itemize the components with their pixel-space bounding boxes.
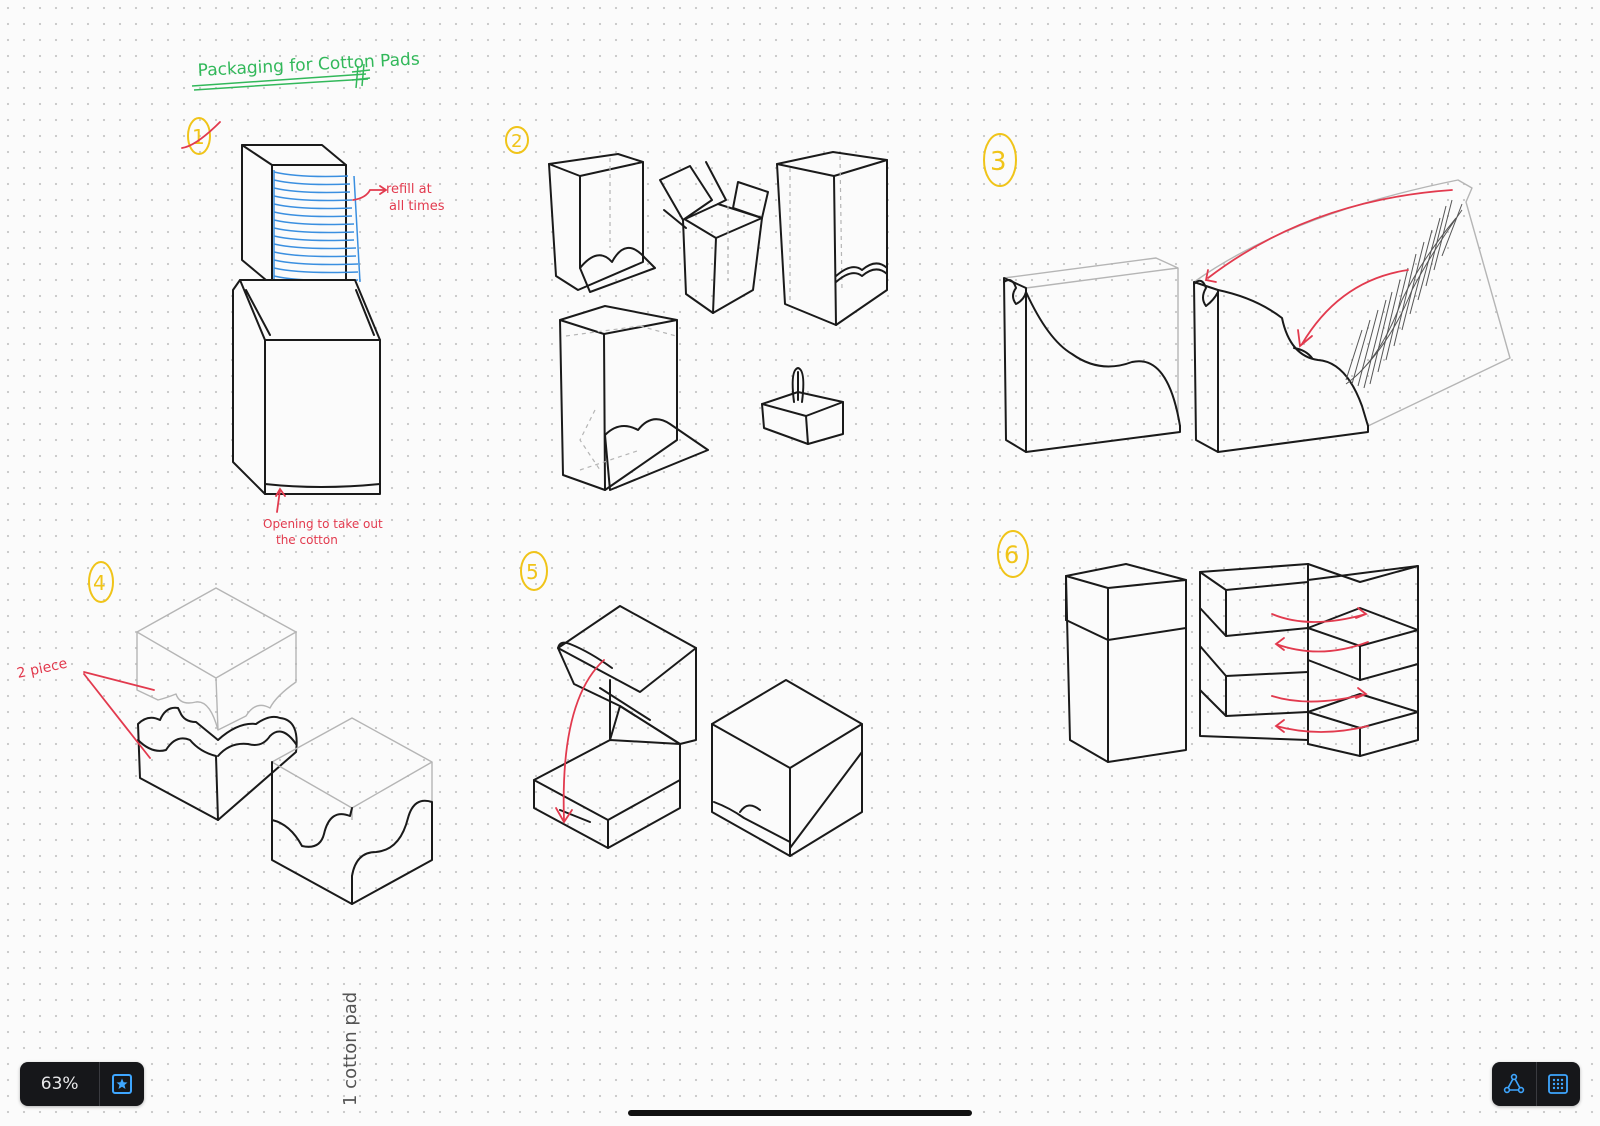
- star-square-icon: [112, 1074, 133, 1094]
- svg-text:6: 6: [1004, 541, 1019, 569]
- sketch-5-flip-top: [533, 605, 863, 857]
- page-title: Packaging for Cotton Pads: [191, 49, 420, 91]
- shape-tool-button[interactable]: [1492, 1062, 1536, 1106]
- section-1-marker: 1: [181, 117, 221, 155]
- cotton-pad-note: 1 cotton pad: [340, 992, 361, 1106]
- svg-text:Opening to take out: Opening to take out: [263, 517, 383, 531]
- svg-text:3: 3: [990, 147, 1007, 177]
- dot-grid-icon: [1548, 1074, 1569, 1094]
- title-text: Packaging for Cotton Pads: [197, 49, 420, 81]
- section-6-marker: 6: [997, 530, 1029, 578]
- svg-text:the cotton: the cotton: [276, 533, 338, 547]
- svg-text:refill at: refill at: [386, 182, 432, 197]
- section-3-marker: 3: [983, 133, 1017, 187]
- svg-text:4: 4: [93, 571, 106, 595]
- svg-text:2 piece: 2 piece: [16, 656, 69, 682]
- favorites-button[interactable]: [100, 1062, 144, 1106]
- sketch-2-variants: [548, 151, 888, 491]
- zoom-level[interactable]: 63%: [20, 1062, 101, 1106]
- sketch-4-two-piece: 2 piece: [16, 587, 433, 905]
- sketch-6-drawers: [1065, 563, 1419, 763]
- canvas-tools: [1492, 1062, 1580, 1106]
- section-2-marker: 2: [505, 126, 529, 154]
- svg-text:2: 2: [511, 131, 522, 152]
- svg-text:5: 5: [526, 560, 539, 584]
- sketch-1-dispenser: refill at all times Opening to take out …: [232, 144, 445, 547]
- grid-settings-button[interactable]: [1535, 1062, 1581, 1106]
- section-4-marker: 4: [88, 561, 114, 603]
- shape-nodes-icon: [1503, 1073, 1524, 1094]
- section-5-marker: 5: [520, 551, 548, 591]
- sketch-3-organizer: [1003, 179, 1511, 453]
- home-indicator[interactable]: [628, 1110, 972, 1116]
- svg-text:all times: all times: [389, 199, 445, 214]
- zoom-toolbar: 63%: [20, 1062, 144, 1106]
